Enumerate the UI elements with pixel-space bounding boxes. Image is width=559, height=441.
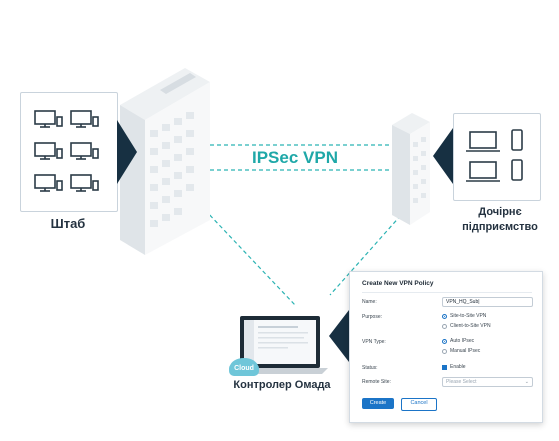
branch-controller-link xyxy=(329,204,411,296)
purpose-option-client-to-site[interactable]: Client-to-Site VPN xyxy=(442,323,491,329)
branch-label-line1: Дочірнє xyxy=(478,206,522,218)
radio-selected-icon xyxy=(442,313,447,319)
branch-label: Дочірнє підприємство xyxy=(455,205,545,235)
vpn-type-option-auto[interactable]: Auto IPsec xyxy=(442,338,474,344)
purpose-option-site-to-site[interactable]: Site-to-Site VPN xyxy=(442,313,486,319)
purpose-option-label: Client-to-Site VPN xyxy=(450,323,491,329)
create-button[interactable]: Create xyxy=(362,398,394,409)
vpn-type-option-manual[interactable]: Manual IPsec xyxy=(442,348,480,354)
cloud-icon xyxy=(229,358,259,376)
name-label: Name: xyxy=(362,299,377,305)
vpn-type-label: VPN Type: xyxy=(362,339,386,345)
checkbox-checked-icon xyxy=(442,364,447,370)
cloud-label: Cloud xyxy=(234,365,254,372)
vpn-label: IPSec VPN xyxy=(252,148,338,167)
purpose-option-label: Site-to-Site VPN xyxy=(450,313,487,319)
vpn-type-option-label: Auto IPsec xyxy=(450,338,475,344)
status-row: Status: Enable xyxy=(362,364,532,374)
vpn-type-row: VPN Type: Auto IPsec Manual IPsec xyxy=(362,338,532,358)
purpose-row: Purpose: Site-to-Site VPN Client-to-Site… xyxy=(362,313,532,333)
hq-devices-panel xyxy=(20,92,118,212)
remote-site-row: Remote Site: Please Select ⌄ xyxy=(362,377,533,388)
hq-building-icon xyxy=(120,68,210,255)
status-label: Status: xyxy=(362,365,378,371)
cancel-button[interactable]: Cancel xyxy=(401,398,437,411)
vpn-type-option-label: Manual IPsec xyxy=(450,348,481,354)
radio-unselected-icon xyxy=(442,323,447,329)
branch-building-icon xyxy=(392,113,430,225)
hq-monitors-icon xyxy=(34,110,99,192)
remote-site-placeholder: Please Select xyxy=(446,379,477,385)
name-row: Name: VPN_HQ_Sub| xyxy=(362,297,533,308)
hq-label: Штаб xyxy=(50,216,86,231)
status-enable-checkbox[interactable]: Enable xyxy=(442,364,466,370)
create-vpn-policy-dialog: Create New VPN Policy Name: VPN_HQ_Sub| … xyxy=(349,271,543,423)
name-input[interactable]: VPN_HQ_Sub| xyxy=(442,297,533,307)
hq-pointer xyxy=(117,120,137,184)
dialog-pointer xyxy=(329,310,349,362)
purpose-label: Purpose: xyxy=(362,314,383,320)
hq-controller-link xyxy=(204,209,296,306)
dialog-divider xyxy=(362,292,532,293)
radio-selected-icon xyxy=(442,338,447,344)
remote-site-select[interactable]: Please Select ⌄ xyxy=(442,377,533,387)
chevron-down-icon: ⌄ xyxy=(524,379,529,385)
branch-label-line2: підприємство xyxy=(462,221,538,233)
radio-unselected-icon xyxy=(442,348,447,354)
controller-label: Контролер Омада xyxy=(233,379,331,391)
branch-laptops-phones-icon xyxy=(466,129,523,182)
branch-pointer xyxy=(433,128,453,184)
branch-devices-panel xyxy=(453,113,541,201)
dialog-title: Create New VPN Policy xyxy=(362,280,434,287)
remote-site-label: Remote Site: xyxy=(362,379,391,385)
status-option-label: Enable xyxy=(450,364,466,370)
